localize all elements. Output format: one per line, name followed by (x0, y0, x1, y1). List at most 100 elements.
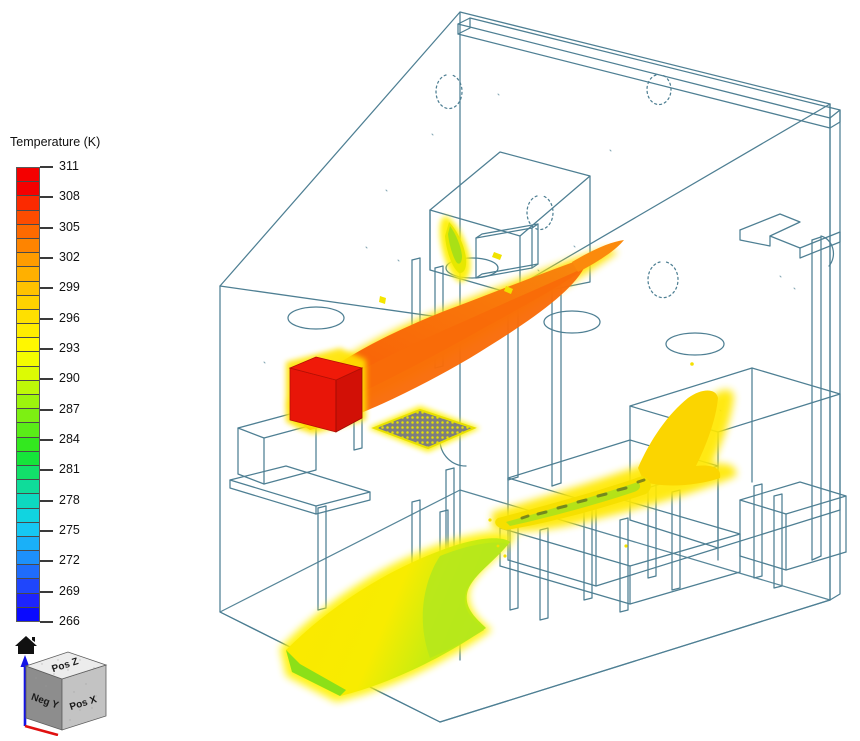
colorbar-band-24 (17, 508, 39, 523)
ceiling-vent-4 (665, 332, 725, 356)
colorbar-band-29 (17, 579, 39, 594)
colorbar-band-22 (17, 480, 39, 495)
legend-tick-mark (40, 378, 53, 381)
ceiling-vent-2 (445, 257, 499, 279)
floor-jet-green-lobe (422, 542, 508, 658)
heat-source-face-top (288, 356, 364, 381)
legend-tick-label: 296 (59, 310, 80, 325)
diffuser-plate (371, 408, 477, 450)
cfd-3d-viewport[interactable] (140, 0, 860, 736)
colorbar-band-0 (17, 168, 39, 183)
right-structural-column (811, 236, 822, 561)
ceiling-vent-6-dashed (526, 195, 554, 231)
colorbar-band-25 (17, 522, 39, 537)
bench-plume-halo (492, 389, 737, 532)
roof-fold-right (739, 213, 841, 249)
legend-tick-mark (40, 499, 53, 502)
home-icon[interactable] (10, 634, 44, 660)
plume-tip (572, 240, 624, 272)
legend-tick-label: 281 (59, 462, 80, 477)
ceiling-ridge-beam (457, 17, 841, 119)
room-wireframe (219, 11, 847, 723)
scatter-yellow-dots (488, 362, 694, 558)
colorbar-band-30 (17, 593, 39, 608)
colorbar-band-21 (17, 465, 39, 481)
ceiling-vent-3 (543, 310, 601, 334)
colorbar-band-6 (17, 253, 39, 268)
room-outer-shell (219, 11, 831, 287)
colorbar-band-28 (17, 565, 39, 580)
colorbar-band-19 (17, 437, 39, 452)
legend-tick-mark (40, 469, 53, 472)
orange-thermal-plume (288, 240, 624, 430)
legend-tick-label: 278 (59, 492, 80, 507)
legend-tick-label: 269 (59, 583, 80, 598)
legend-tick-label: 290 (59, 371, 80, 386)
legend-tick-label: 299 (59, 280, 80, 295)
colorbar-band-23 (17, 494, 39, 509)
colorbar-band-17 (17, 409, 39, 424)
legend-tick-mark (40, 257, 53, 259)
colorbar-band-9 (17, 295, 39, 310)
triad-z-letter: z (30, 646, 34, 656)
z-axis-arrow (20, 655, 30, 726)
yellow-bench-plume (492, 389, 737, 532)
legend-tick-mark (40, 408, 53, 411)
cfd-scene-svg[interactable] (140, 0, 860, 736)
legend-tick-mark (40, 287, 53, 290)
x-axis-arrow (24, 724, 59, 737)
colorbar-band-12 (17, 338, 39, 353)
wisp-chip-b (504, 286, 513, 294)
enclosure-post-4 (551, 284, 562, 487)
wall-unit-post (317, 505, 327, 611)
bench-a-top (629, 367, 841, 433)
legend-tick-mark (40, 196, 53, 199)
plume-body (297, 268, 584, 430)
orientation-cube[interactable]: Pos Z Neg Y Pos X (2, 634, 132, 737)
yellow-floor-jet (280, 531, 516, 702)
legend-tick-label: 272 (59, 553, 80, 568)
column-circular-cutout (820, 235, 835, 267)
colorbar-band-15 (17, 380, 39, 395)
legend-tick-mark (40, 166, 53, 168)
legend-tick-label: 266 (59, 614, 80, 628)
wisp-chip-a (492, 252, 502, 260)
legend-tick-label: 308 (59, 189, 80, 204)
colorbar-band-3 (17, 210, 39, 225)
colorbar-band-10 (17, 309, 39, 325)
legend-tick-mark (40, 621, 53, 623)
colorbar-band-1 (17, 182, 39, 197)
bench-plume-bloom (638, 390, 721, 486)
wisp-chip-c (379, 296, 386, 304)
legend-tick-label: 275 (59, 523, 80, 537)
ceiling-vent-8-dashed (646, 74, 672, 106)
ceiling-vent-1 (287, 306, 345, 330)
legend-tick-mark (40, 439, 53, 441)
ceiling-vent-5-dashed (435, 74, 463, 110)
legend-tick-mark (40, 226, 53, 229)
floor-jet-green-edge (286, 650, 346, 696)
colorbar-band-11 (17, 324, 39, 339)
legend-tick-label: 287 (59, 401, 80, 416)
colorbar-band-18 (17, 423, 39, 438)
colorbar-band-8 (17, 281, 39, 296)
colorbar-band-20 (17, 451, 39, 466)
bench-plume-speckles (520, 478, 646, 520)
colorbar-band-7 (17, 267, 39, 282)
colorbar-band-16 (17, 395, 39, 410)
legend-tick-mark (40, 348, 53, 350)
orientation-axis-triad[interactable]: z Pos Z Neg Y P (2, 634, 132, 737)
cube-speckle-texture (31, 659, 97, 721)
colorbar (16, 167, 40, 622)
wall-unit-shelf (229, 465, 371, 507)
enclosure-yellow-wisp (379, 216, 513, 304)
legend-tick-mark (40, 317, 53, 320)
ceiling-vent-7-dashed (647, 261, 679, 299)
legend-tick-label: 284 (59, 432, 80, 446)
legend-tick-mark (40, 530, 53, 532)
legend-tick-mark (40, 560, 53, 563)
colorbar-band-4 (17, 224, 39, 239)
